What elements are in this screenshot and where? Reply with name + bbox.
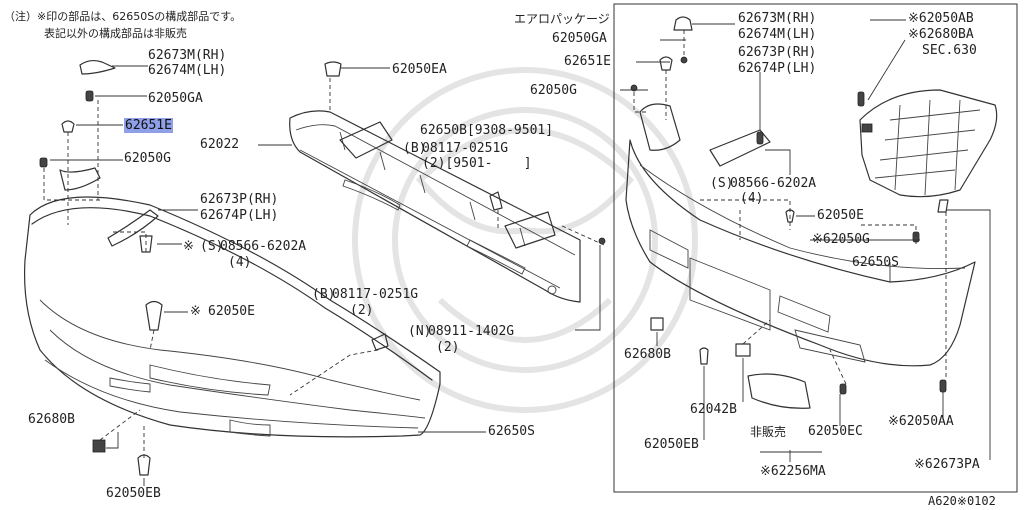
label-r-62680BA: ※62680BA — [908, 27, 974, 42]
label-r-62651E: 62651E — [564, 54, 611, 69]
label-62050G: 62050G — [124, 151, 171, 166]
label-62673P-rh: 62673P(RH) — [200, 192, 279, 207]
note-line-2: 表記以外の構成部品は非販売 — [44, 27, 187, 40]
screw-symbol-s-right: (S) — [710, 176, 734, 191]
label-r-62042B: 62042B — [690, 402, 737, 417]
label-r-sec-630: SEC.630 — [922, 43, 977, 58]
label-62050EB: 62050EB — [106, 486, 161, 501]
label-r-62050GA: 62050GA — [552, 31, 607, 46]
figure-code: A620※0102 — [928, 494, 996, 508]
right-leader-lines — [620, 19, 991, 462]
bolt-symbol-b-2: (B) — [312, 287, 336, 302]
left-reinforcement-62022 — [289, 110, 581, 303]
label-r-62050AB: ※62050AB — [908, 11, 974, 26]
right-bumper-fascia — [625, 16, 998, 409]
label-r-62050G: 62050G — [530, 83, 577, 98]
label-r-screw-qty: (4) — [740, 191, 764, 206]
label-nut-qty: (2) — [436, 340, 460, 355]
label-r-62050EC: 62050EC — [808, 424, 863, 439]
watermark-emblem — [352, 67, 698, 413]
label-screw-qty: (4) — [228, 255, 252, 270]
label-62674P-lh: 62674P(LH) — [200, 208, 279, 223]
label-r-62050AA: ※62050AA — [888, 414, 954, 429]
label-bolt-08117-lower-qty: (2) — [350, 303, 374, 318]
label-62674M-lh: 62674M(LH) — [148, 63, 227, 78]
label-r-62673P-rh: 62673P(RH) — [738, 45, 817, 60]
left-bumper-fascia — [24, 196, 441, 438]
left-brackets — [39, 59, 606, 476]
label-r-screw-08566: 08566-6202A — [730, 176, 817, 191]
screw-symbol-s: (S) — [200, 239, 224, 254]
label-r-62050E: 62050E — [817, 208, 864, 223]
label-bolt-08117-lower: 08117-0251G — [332, 287, 419, 302]
label-bolt-08117-upper-qty: (2)[9501- ] — [422, 156, 532, 171]
label-62651E: 62651E — [124, 118, 173, 133]
label-62673M-rh: 62673M(RH) — [148, 48, 227, 63]
label-62680B: 62680B — [28, 412, 75, 427]
note-line-1: （注）※印の部品は、62650Sの構成部品です。 — [4, 10, 242, 23]
nut-symbol-n: (N) — [408, 324, 432, 339]
label-r-not-sold: 非販売 — [750, 425, 787, 439]
label-r-62673M-rh: 62673M(RH) — [738, 11, 817, 26]
left-leader-lines — [43, 65, 605, 486]
label-62650B: 62650B[9308-9501] — [420, 123, 554, 138]
label-r-62673PA: ※62673PA — [914, 457, 980, 472]
label-screw-mark: ※ — [183, 239, 194, 254]
label-62022: 62022 — [200, 137, 240, 152]
label-nut-08911: 08911-1402G — [428, 324, 515, 339]
label-r-62050EB: 62050EB — [644, 437, 699, 452]
label-62050EA: 62050EA — [392, 62, 447, 77]
part-hotspot-62651E[interactable]: 62651E — [124, 118, 173, 133]
label-screw-08566: 08566-6202A — [220, 239, 307, 254]
label-aero-package: エアロパッケージ — [514, 12, 610, 26]
label-62050E-mark: ※ — [190, 304, 201, 319]
label-62650S: 62650S — [488, 424, 535, 439]
label-bolt-08117-upper: 08117-0251G — [422, 141, 509, 156]
label-62050E: 62050E — [208, 304, 255, 319]
label-r-62650S: 62650S — [852, 255, 899, 270]
label-r-62674P-lh: 62674P(LH) — [738, 61, 817, 76]
bolt-symbol-b: (B) — [403, 141, 427, 156]
label-62050GA: 62050GA — [148, 91, 203, 106]
aero-package-frame — [613, 3, 1018, 493]
label-r-62050G-marked: ※62050G — [812, 232, 870, 247]
label-r-62674M-lh: 62674M(LH) — [738, 27, 817, 42]
label-r-62680B: 62680B — [624, 347, 671, 362]
label-r-62256MA: ※62256MA — [760, 464, 826, 479]
